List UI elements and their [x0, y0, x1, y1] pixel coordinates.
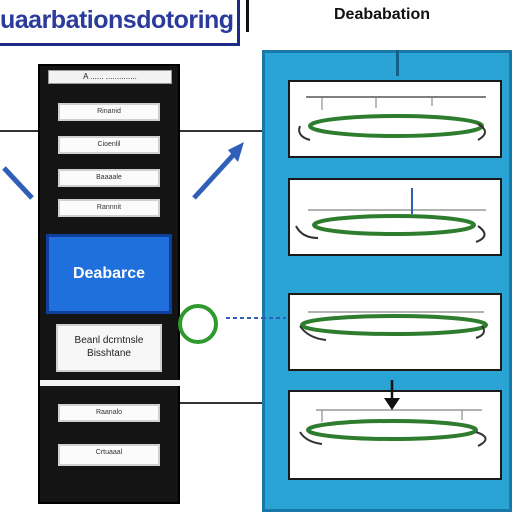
ring-diagram	[299, 380, 487, 447]
rack-slot[interactable]: Rinanid	[58, 103, 160, 121]
rack-slot[interactable]: Cioenlil	[58, 136, 160, 154]
connector-line	[180, 402, 262, 404]
ring-diagram	[299, 311, 488, 341]
rack-header-strip: A ...... ..............	[48, 70, 172, 84]
panel-divider	[396, 50, 399, 76]
connector-line	[0, 130, 38, 132]
ring-diagram	[295, 188, 486, 243]
header-left: uaarbationsdotoring	[0, 0, 240, 46]
ring-diagram	[298, 96, 486, 141]
connector-line	[180, 130, 262, 132]
ring-icon	[178, 304, 218, 344]
arrow-icon	[192, 142, 244, 200]
note-line: Bisshtane	[87, 348, 131, 359]
rack-divider	[40, 380, 180, 386]
header-left-title: uaarbationsdotoring	[0, 6, 234, 34]
database-block[interactable]: Deabarce	[46, 234, 172, 314]
rack-slot[interactable]: Crtuaaal	[58, 444, 160, 466]
header-right: Deababation	[246, 0, 512, 32]
down-arrow-icon	[384, 380, 400, 410]
header-left-underline	[0, 44, 240, 46]
rack-slot[interactable]: Raanalo	[58, 404, 160, 422]
rack-slot[interactable]: Baaaale	[58, 169, 160, 187]
rack-slot[interactable]: Rannnit	[58, 199, 160, 217]
arrow-icon	[2, 166, 34, 200]
ring-card[interactable]	[288, 178, 502, 256]
note-box: Beanl dcrntnsle Bisshtane	[56, 324, 162, 372]
note-line: Beanl dcrntnsle	[74, 335, 144, 346]
header-right-title: Deababation	[333, 6, 430, 23]
